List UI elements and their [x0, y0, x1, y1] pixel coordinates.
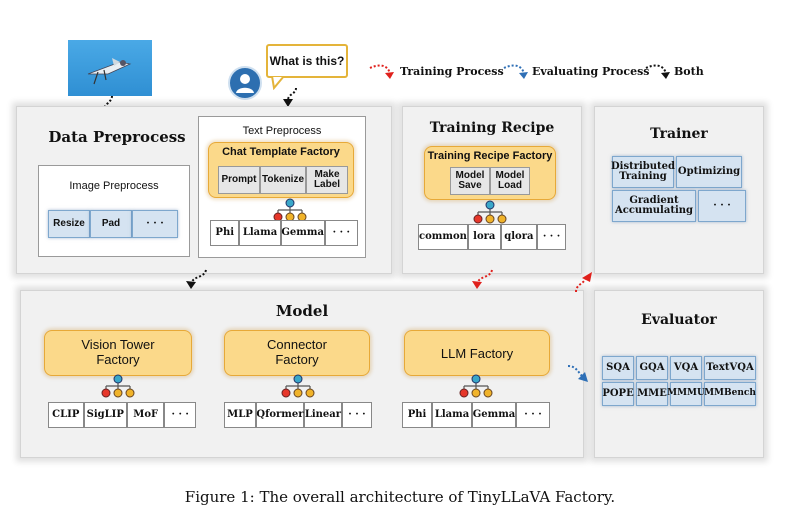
bench-mmmu: MMMU [667, 382, 705, 406]
more-cell: · · · [132, 210, 178, 238]
vision-tree-icon [101, 374, 135, 398]
legend-both: Both [674, 65, 704, 78]
bench-pope: POPE [602, 382, 634, 406]
template-phi: Phi [210, 220, 240, 246]
vision-tower-factory: Vision Tower Factory [44, 330, 192, 376]
evaluator-title: Evaluator [641, 312, 717, 328]
bubble-tail [270, 76, 286, 90]
legend-training: Training Process [400, 65, 504, 78]
template-llama: Llama [239, 220, 281, 246]
training-recipe-items: Model Save Model Load [450, 167, 536, 195]
template-gemma: Gemma [280, 220, 325, 246]
vision-list: CLIP SigLIP MoF · · · [48, 402, 196, 428]
trainer-grid: Distributed Training Optimizing Gradient… [611, 156, 748, 222]
distributed-training-cell: Distributed Training [611, 156, 675, 188]
legend: Training Process Evaluating Process Both [368, 62, 728, 82]
vision-clip: CLIP [48, 402, 84, 428]
llm-tree-icon [459, 374, 493, 398]
training-recipe-title: Training Recipe [429, 120, 555, 136]
arrow-user-to-text [283, 87, 297, 107]
chat-template-tree-icon [273, 198, 307, 222]
llm-factory-label: LLM Factory [440, 345, 514, 361]
llm-list: Phi Llama Gemma · · · [402, 402, 550, 428]
llm-phi: Phi [402, 402, 432, 428]
connector-mlp: MLP [224, 402, 256, 428]
llm-factory: LLM Factory [404, 330, 550, 376]
connector-factory-label: Connector Factory [267, 337, 327, 367]
data-preprocess-title: Data Preprocess [48, 128, 186, 146]
recipe-qlora: qlora [500, 224, 538, 250]
vision-mof: MoF [126, 402, 165, 428]
trainer-more-cell: · · · [698, 190, 746, 222]
training-recipe-factory-label: Training Recipe Factory [427, 150, 553, 162]
text-preprocess-title: Text Preprocess [242, 125, 322, 137]
pad-cell: Pad [90, 210, 132, 238]
airplane-image [68, 40, 152, 96]
bench-gqa: GQA [636, 356, 668, 380]
recipe-common: common [418, 224, 468, 250]
question-bubble: What is this? [266, 44, 348, 78]
bench-textvqa: TextVQA [704, 356, 756, 380]
recipe-lora: lora [467, 224, 501, 250]
legend-evaluating: Evaluating Process [532, 65, 650, 78]
chat-template-factory-label: Chat Template Factory [222, 146, 340, 158]
llm-gemma: Gemma [472, 402, 516, 428]
template-list: Phi Llama Gemma · · · [210, 220, 358, 246]
recipe-more: · · · [537, 224, 566, 250]
image-preprocess-items: Resize Pad · · · [48, 210, 178, 238]
training-recipe-tree-icon [473, 200, 507, 224]
both-arrow-icon [645, 64, 670, 79]
user-icon [228, 66, 262, 100]
gradient-accumulating-cell: Gradient Accumulating [612, 190, 696, 222]
trainer-title: Trainer [650, 126, 708, 142]
model-title: Model [275, 302, 329, 320]
question-text: What is this? [269, 54, 345, 68]
optimizing-cell: Optimizing [676, 156, 742, 188]
llm-more: · · · [516, 402, 550, 428]
connector-linear: Linear [303, 402, 342, 428]
training-arrow-icon [369, 64, 394, 79]
arrow-preprocess-to-model [186, 269, 207, 289]
evaluating-arrow-icon [503, 64, 528, 79]
llm-llama: Llama [432, 402, 472, 428]
bench-mmbench: MMBench [704, 382, 756, 406]
make-label-cell: Make Label [306, 166, 348, 194]
arrow-model-to-trainer [575, 272, 592, 293]
recipe-list: common lora qlora · · · [418, 224, 566, 250]
figure-caption: Figure 1: The overall architecture of Ti… [184, 488, 616, 506]
chat-template-items: Prompt Tokenize Make Label [218, 166, 348, 194]
image-preprocess-title: Image Preprocess [69, 180, 159, 192]
bench-sqa: SQA [602, 356, 634, 380]
vision-siglip: SigLIP [83, 402, 127, 428]
benchmark-grid: SQA GQA VQA TextVQA POPE MME MMMU MMBenc… [602, 356, 758, 406]
resize-cell: Resize [48, 210, 90, 238]
arrow-model-to-evaluator [567, 365, 588, 382]
vision-tower-factory-label: Vision Tower Factory [81, 337, 155, 367]
connector-list: MLP Qformer Linear · · · [224, 402, 372, 428]
connector-tree-icon [281, 374, 315, 398]
tokenize-cell: Tokenize [260, 166, 306, 194]
model-load-cell: Model Load [490, 167, 530, 195]
connector-more: · · · [341, 402, 372, 428]
bench-mme: MME [636, 382, 668, 406]
prompt-cell: Prompt [218, 166, 260, 194]
vision-more: · · · [164, 402, 196, 428]
connector-qformer: Qformer [255, 402, 304, 428]
bench-vqa: VQA [670, 356, 702, 380]
connector-factory: Connector Factory [224, 330, 370, 376]
arrow-recipe-to-model [472, 269, 493, 289]
model-save-cell: Model Save [450, 167, 490, 195]
template-more: · · · [324, 220, 358, 246]
